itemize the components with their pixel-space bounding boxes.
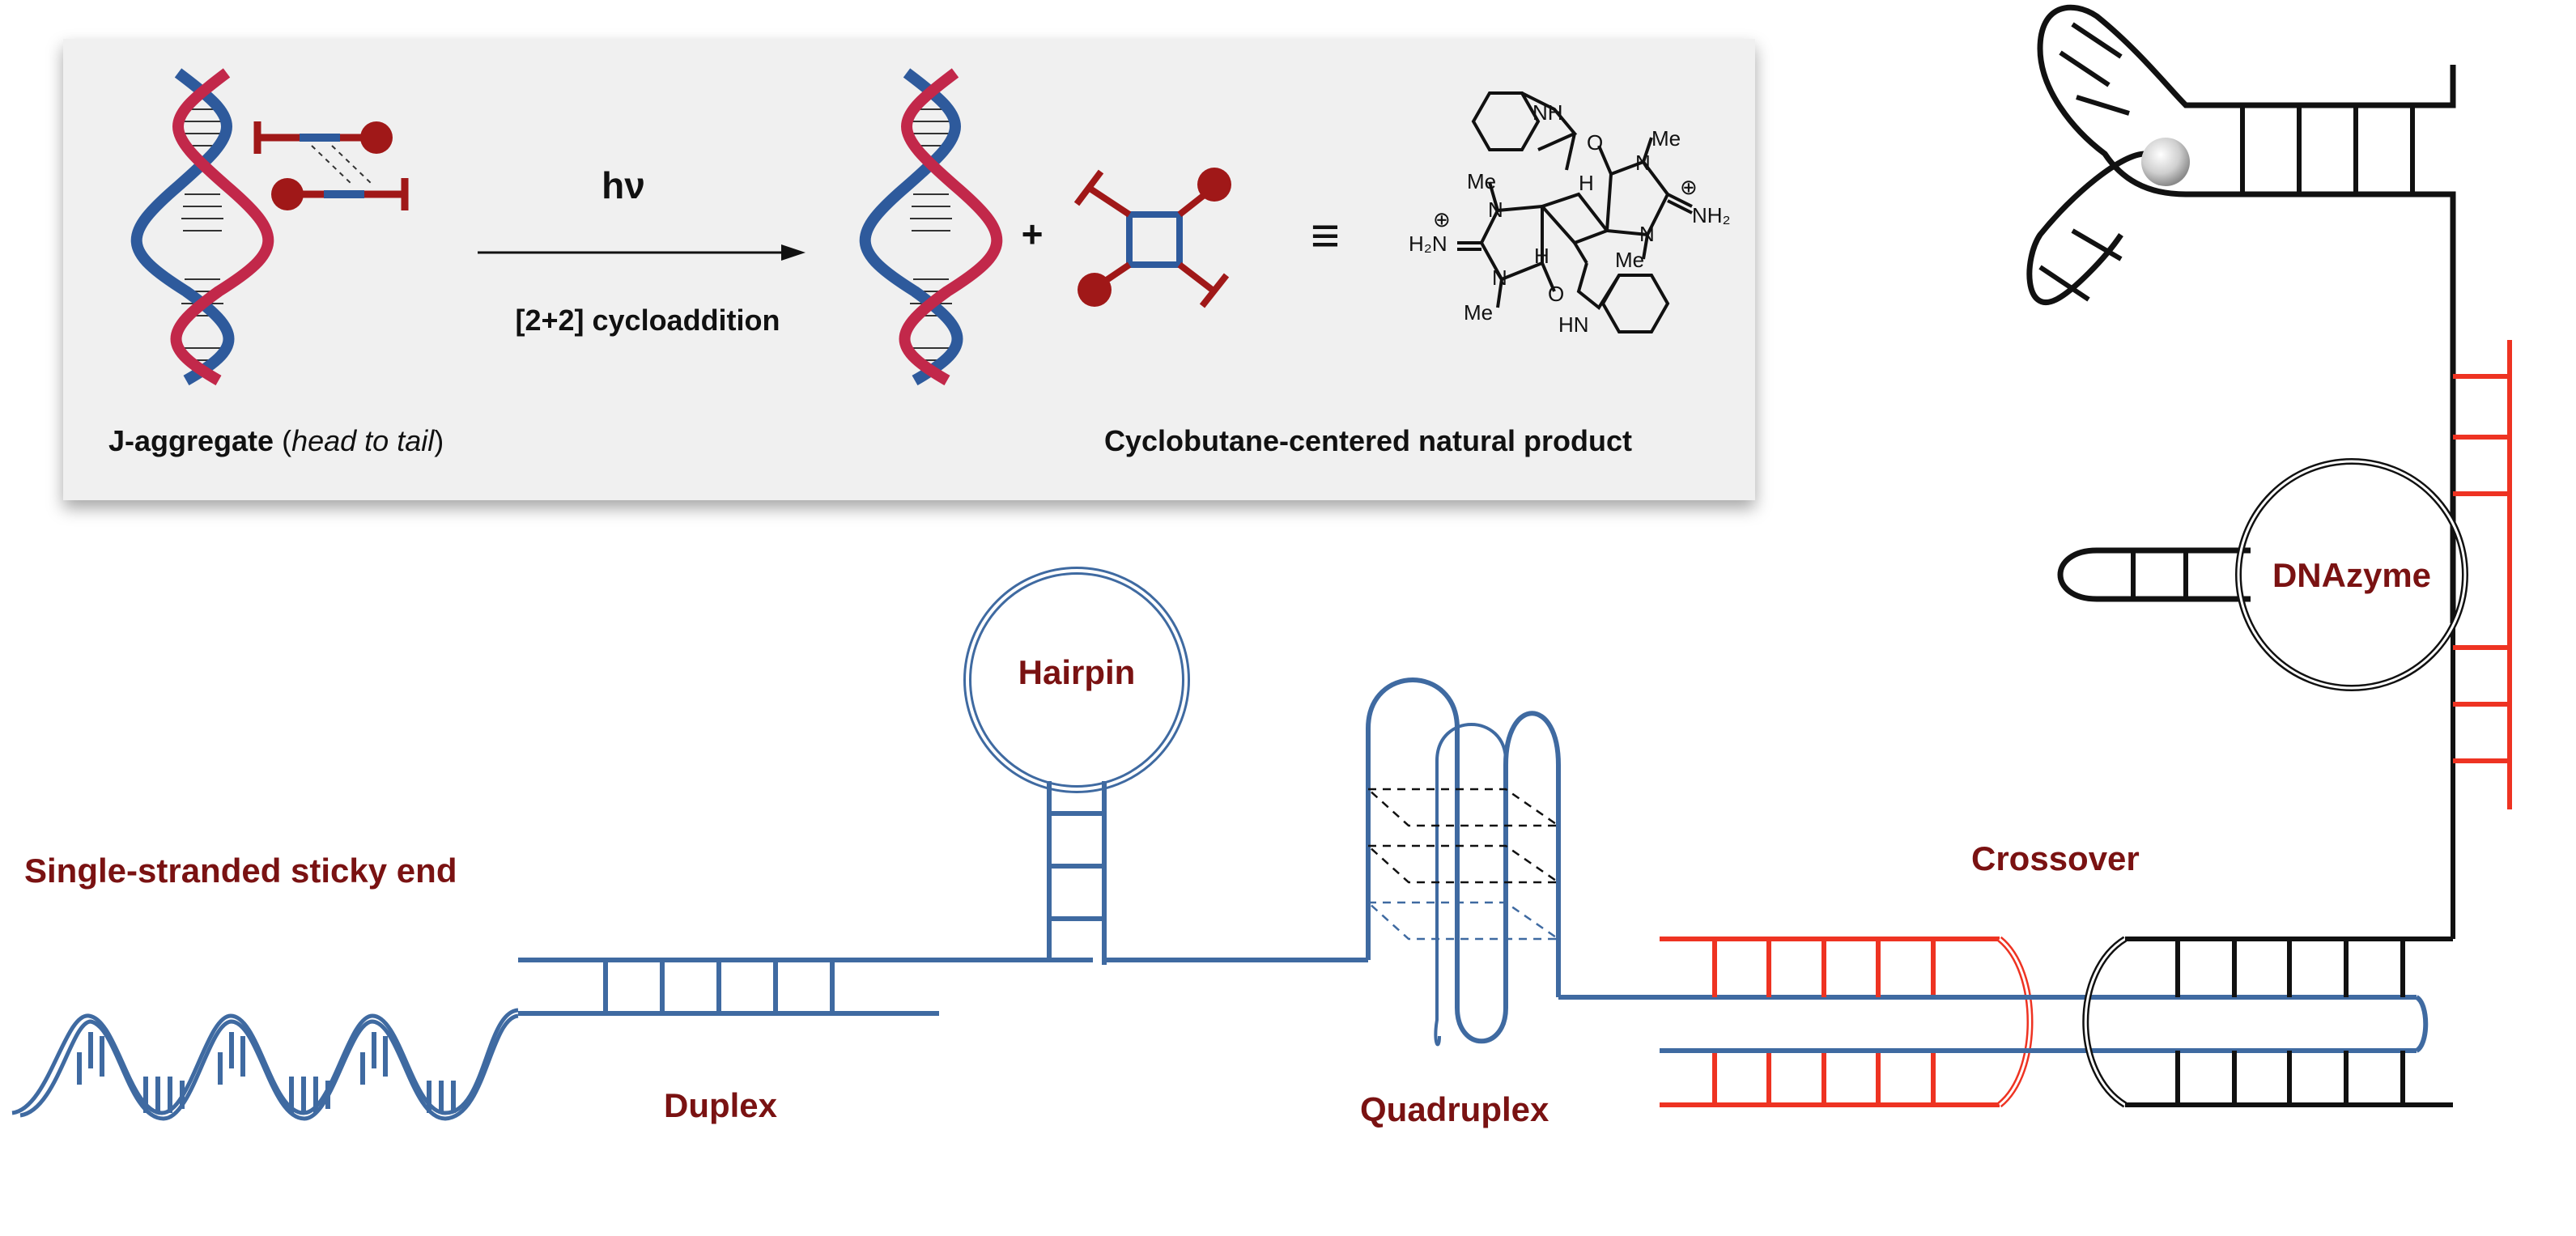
svg-text:N: N — [1635, 151, 1651, 175]
plus-sign: + — [1022, 213, 1044, 255]
quadruplex-label: Quadruplex — [1360, 1090, 1549, 1128]
svg-text:H₂N: H₂N — [1409, 231, 1447, 256]
svg-text:⊕: ⊕ — [1433, 207, 1451, 231]
equivalence-sign: ≡ — [1311, 208, 1340, 264]
crossover-blue-strands — [1660, 995, 2429, 1053]
svg-text:Me: Me — [1651, 126, 1681, 151]
natural-product-atom-labels: NH Me Me Me Me N N N N O O H H H₂N NH₂ H… — [1409, 100, 1731, 337]
sticky-end-strand — [11, 1008, 519, 1121]
hairpin-label: Hairpin — [1018, 653, 1136, 691]
svg-text:H: H — [1534, 244, 1549, 268]
cyclobutane-caption: Cyclobutane-centered natural product — [1104, 424, 1632, 457]
reaction-inset-panel: J-aggregate (head to tail) hν [2+2] cycl… — [63, 39, 1755, 500]
svg-text:H: H — [1579, 171, 1594, 195]
reaction-arrow — [478, 244, 806, 261]
j-aggregate-caption: J-aggregate (head to tail) — [108, 424, 444, 457]
svg-text:Me: Me — [1467, 169, 1496, 193]
svg-text:NH₂: NH₂ — [1692, 203, 1731, 227]
cycloaddition-label: [2+2] cycloaddition — [515, 304, 780, 337]
natural-product-structure — [1457, 91, 1693, 333]
svg-text:N: N — [1488, 198, 1503, 222]
cyclobutane-icon — [1073, 168, 1231, 308]
left-double-helix-icon — [130, 68, 274, 386]
svg-text:N: N — [1639, 222, 1655, 246]
dnazyme-structure — [2026, 4, 2468, 691]
svg-text:O: O — [1548, 282, 1564, 306]
hairpin-structure — [963, 567, 1190, 965]
quadruplex-structure — [1366, 677, 1919, 1047]
right-double-helix-icon — [859, 68, 1003, 386]
dnazyme-label: DNAzyme — [2272, 556, 2431, 594]
crossover-red-duplex — [1660, 936, 2034, 1108]
crossover-black-duplex — [2082, 623, 2455, 1108]
crossover-label: Crossover — [1971, 839, 2140, 877]
quadruplex-tetrad-planes — [1365, 788, 1562, 941]
svg-text:Me: Me — [1464, 300, 1493, 325]
dnazyme-red-substrate — [2453, 340, 2512, 809]
svg-text:⊕: ⊕ — [1680, 175, 1698, 199]
duplex-segment — [518, 958, 1093, 1016]
svg-text:Me: Me — [1615, 248, 1644, 272]
svg-text:HN: HN — [1558, 312, 1589, 337]
svg-text:NH: NH — [1532, 100, 1563, 125]
sticky-end-label: Single-stranded sticky end — [24, 852, 457, 890]
svg-text:O: O — [1587, 130, 1603, 155]
svg-text:N: N — [1492, 265, 1507, 290]
monomer-pair-icon — [253, 121, 409, 210]
duplex-label: Duplex — [664, 1086, 778, 1124]
hv-label: hν — [601, 164, 645, 206]
metal-ion-sphere-icon — [2141, 138, 2190, 186]
